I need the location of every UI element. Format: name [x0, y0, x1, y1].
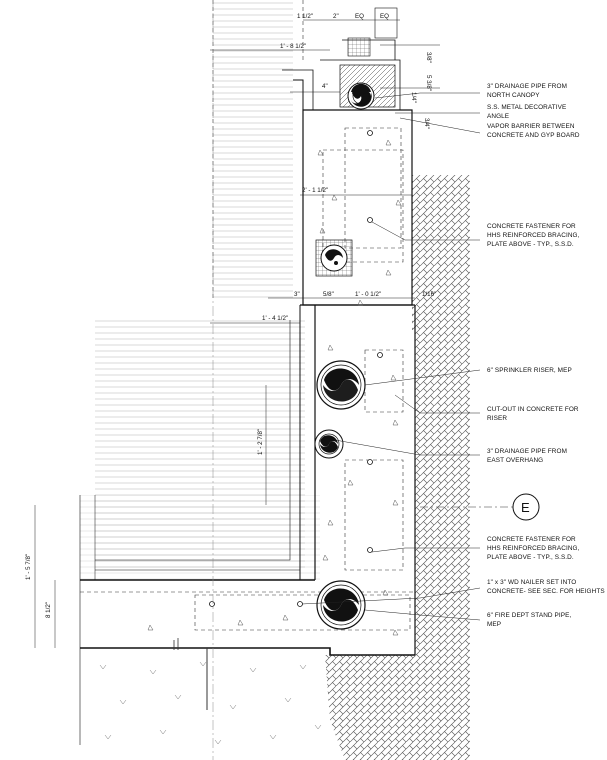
note-fastener-lower-2: HHS REINFORCED BRACING, — [487, 545, 580, 552]
dim-8-1-2: 8 1/2" — [45, 602, 52, 618]
note-fastener-upper-1: CONCRETE FASTENER FOR — [487, 223, 576, 230]
note-ss-angle-1: S.S. METAL DECORATIVE — [487, 104, 566, 111]
note-drainage-east-1: 3" DRAINAGE PIPE FROM — [487, 448, 567, 455]
dim-1-0-1-2: 1' - 0 1/2" — [355, 291, 381, 298]
wall-cladding-hatch — [80, 0, 320, 580]
dimension-lines — [34, 0, 440, 760]
drainage-pipe-east — [314, 429, 344, 459]
pipe-symbols — [314, 82, 375, 630]
note-fastener-lower-3: PLATE ABOVE - TYP., S.S.D. — [487, 554, 574, 561]
note-standpipe-1: 6" FIRE DEPT STAND PIPE, — [487, 612, 571, 619]
fire-dept-stand-pipe — [316, 580, 366, 630]
note-drainage-north-2: NORTH CANOPY — [487, 92, 540, 99]
leader-lines — [301, 92, 481, 621]
note-nailer-2: CONCRETE- SEE SEC. FOR HEIGHTS — [487, 588, 605, 595]
dim-3: 3" — [294, 291, 300, 298]
dim-3-8: 3/8" — [425, 52, 432, 63]
dim-3-4: 3/4" — [423, 118, 430, 129]
note-fastener-lower-1: CONCRETE FASTENER FOR — [487, 536, 576, 543]
fastener-markers — [209, 130, 383, 607]
dim-1-4-1-2: 1' - 4 1/2" — [262, 315, 288, 322]
dim-1-16: 1/16" — [422, 291, 436, 298]
dim-1-8-1-2: 1' - 8 1/2" — [280, 43, 306, 50]
grid-bubble-label: E — [521, 500, 530, 515]
note-cutout-1: CUT-OUT IN CONCRETE FOR — [487, 406, 579, 413]
dim-top-eq1: EQ — [355, 13, 364, 20]
dim-5-8: 5/8" — [323, 291, 334, 298]
sprinkler-riser-pipe — [316, 360, 366, 410]
drainage-pipe-upper-grid — [315, 239, 353, 277]
note-fastener-upper-3: PLATE ABOVE - TYP., S.S.D. — [487, 241, 574, 248]
dimension-labels: 1 1/2" 2" EQ EQ 1' - 8 1/2" 3/8" 4" 5 3/… — [25, 13, 436, 618]
concrete-aggregate — [147, 139, 402, 636]
dim-2-1-1-2: 2' - 1 1/2" — [302, 187, 328, 194]
dim-1-5-7-8: 1' - 5 7/8" — [25, 554, 32, 580]
note-cutout-2: RISER — [487, 415, 507, 422]
dim-4: 4" — [322, 83, 328, 90]
drainage-pipe-north — [347, 82, 375, 110]
grid-bubble-e: E — [420, 493, 540, 521]
note-ss-angle-2: ANGLE — [487, 113, 509, 120]
dim-1-4: 1/4" — [410, 92, 417, 103]
callout-notes: 3" DRAINAGE PIPE FROM NORTH CANOPY S.S. … — [487, 83, 605, 628]
note-nailer-1: 1" x 3" WD NAILER SET INTO — [487, 579, 576, 586]
dim-top-eq2: EQ — [380, 13, 389, 20]
note-sprinkler-riser: 6" SPRINKLER RISER, MEP — [487, 367, 572, 374]
gravel-fill-marks — [99, 638, 322, 745]
dim-5-3-8: 5 3/8" — [425, 75, 432, 91]
note-drainage-north-1: 3" DRAINAGE PIPE FROM — [487, 83, 567, 90]
note-fastener-upper-2: HHS REINFORCED BRACING, — [487, 232, 580, 239]
dim-top-1: 1 1/2" — [297, 13, 313, 20]
note-drainage-east-2: EAST OVERHANG — [487, 457, 543, 464]
note-standpipe-2: MEP — [487, 621, 501, 628]
dim-1-2-7-8: 1' - 2 7/8" — [257, 429, 264, 455]
note-vapor-barrier-2: CONCRETE AND GYP BOARD — [487, 132, 580, 139]
note-vapor-barrier-1: VAPOR BARRIER BETWEEN — [487, 123, 575, 130]
dim-top-2: 2" — [333, 13, 339, 20]
